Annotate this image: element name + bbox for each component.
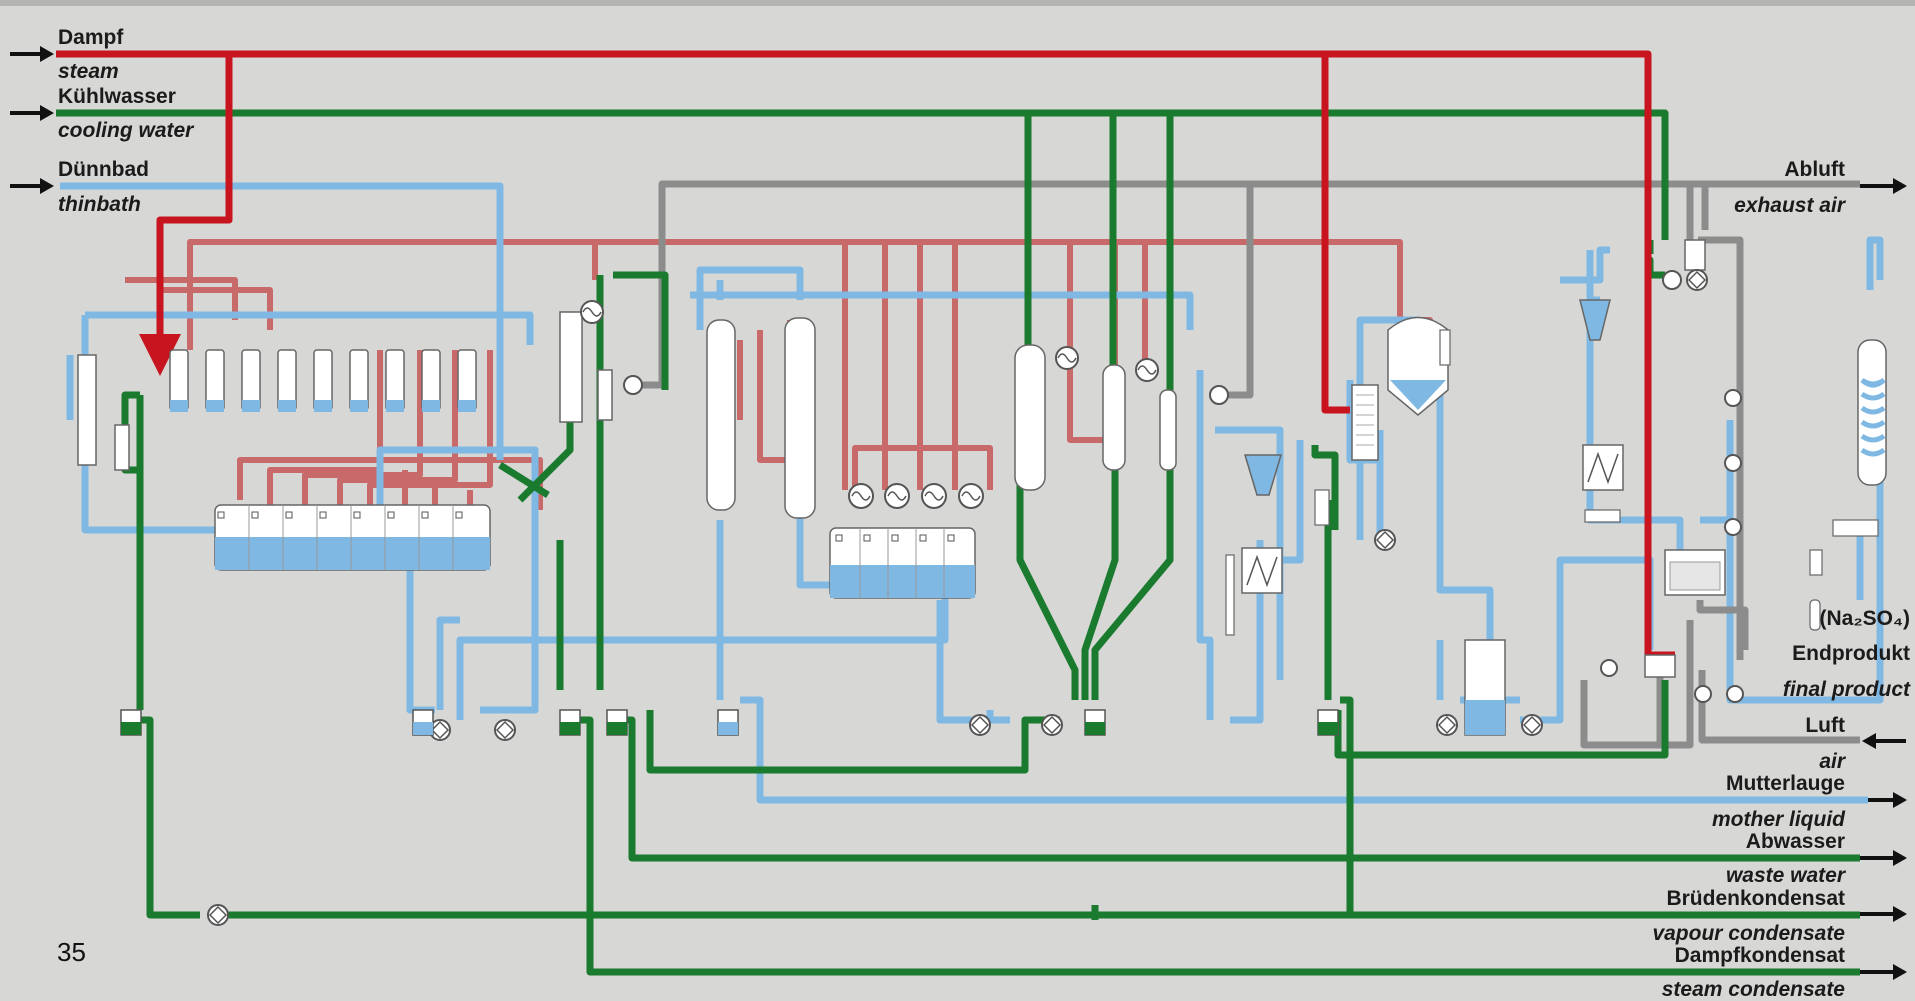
label-mother-en: mother liquid <box>1712 808 1846 831</box>
tank-cell-marker <box>217 511 225 519</box>
collection-tank-right <box>1464 639 1506 736</box>
label-waste-de: Abwasser <box>1746 830 1845 853</box>
columns-middle <box>706 317 816 519</box>
columns-right-middle <box>1014 344 1229 491</box>
evaporator-right <box>1314 316 1451 526</box>
page-number: 35 <box>57 937 86 967</box>
tank-cell-marker <box>947 534 955 542</box>
pump-icon <box>969 714 991 736</box>
pump-icon <box>494 719 516 741</box>
pump-icon <box>1686 269 1708 291</box>
label-cooling-de: Kühlwasser <box>58 85 176 108</box>
label-waste-en: waste water <box>1726 864 1847 887</box>
evaporator-row <box>77 349 477 471</box>
label-product-de: Endprodukt <box>1792 642 1910 665</box>
labels-right: Abluft exhaust air (Na₂SO₄) Endprodukt f… <box>1652 158 1911 1001</box>
label-steam-de: Dampf <box>58 26 124 49</box>
tank-cell-marker <box>891 534 899 542</box>
label-vapour-de: Brüdenkondensat <box>1666 887 1845 910</box>
label-thinbath-en: thinbath <box>58 193 141 216</box>
label-mother-de: Mutterlauge <box>1726 772 1845 795</box>
tank-cell-marker <box>319 511 327 519</box>
tank-cell-marker <box>835 534 843 542</box>
fans <box>1600 389 1744 703</box>
liquid-lines <box>60 182 1884 804</box>
label-air-de: Luft <box>1805 714 1845 737</box>
top-border <box>0 0 1915 6</box>
tank-cell-marker <box>421 511 429 519</box>
pump-icon <box>1374 529 1396 551</box>
label-vapour-en: vapour condensate <box>1652 922 1845 945</box>
label-exhaust-en: exhaust air <box>1734 194 1847 217</box>
label-product-en: final product <box>1783 678 1911 701</box>
pump-icon <box>1041 714 1063 736</box>
tank-cell-marker <box>251 511 259 519</box>
cyclone-right <box>1579 299 1624 523</box>
tank-cell-marker <box>455 511 463 519</box>
tank-cell-marker <box>353 511 361 519</box>
pump-icon <box>1436 714 1458 736</box>
tank-cell-marker <box>919 534 927 542</box>
separator-column <box>559 300 643 423</box>
tank-cell-marker <box>387 511 395 519</box>
crystallizer-tank-left <box>214 504 491 571</box>
evaporator-stages <box>169 349 477 412</box>
label-steamcond-de: Dampfkondensat <box>1675 944 1845 967</box>
label-thinbath-de: Dünnbad <box>58 158 149 181</box>
pump-icon <box>1521 714 1543 736</box>
tank-cell-marker <box>863 534 871 542</box>
crystallizer-tank-middle <box>829 527 976 599</box>
label-exhaust-de: Abluft <box>1784 158 1845 181</box>
label-steam-en: steam <box>58 60 119 83</box>
label-product-formula: (Na₂SO₄) <box>1819 607 1910 630</box>
label-steamcond-en: steam condensate <box>1662 978 1846 1001</box>
label-air-en: air <box>1819 750 1847 773</box>
labels-left: Dampf steam Kühlwasser cooling water Dün… <box>58 26 195 216</box>
cyclone-group <box>1225 454 1283 636</box>
heat-exchangers-middle <box>848 483 984 509</box>
collection-pots <box>120 709 1339 736</box>
label-cooling-en: cooling water <box>58 119 195 142</box>
dryer-unit <box>1644 239 1726 678</box>
tank-cell-marker <box>285 511 293 519</box>
pumps <box>207 269 1708 926</box>
product-column-right <box>1809 339 1887 631</box>
pump-icon <box>207 904 229 926</box>
